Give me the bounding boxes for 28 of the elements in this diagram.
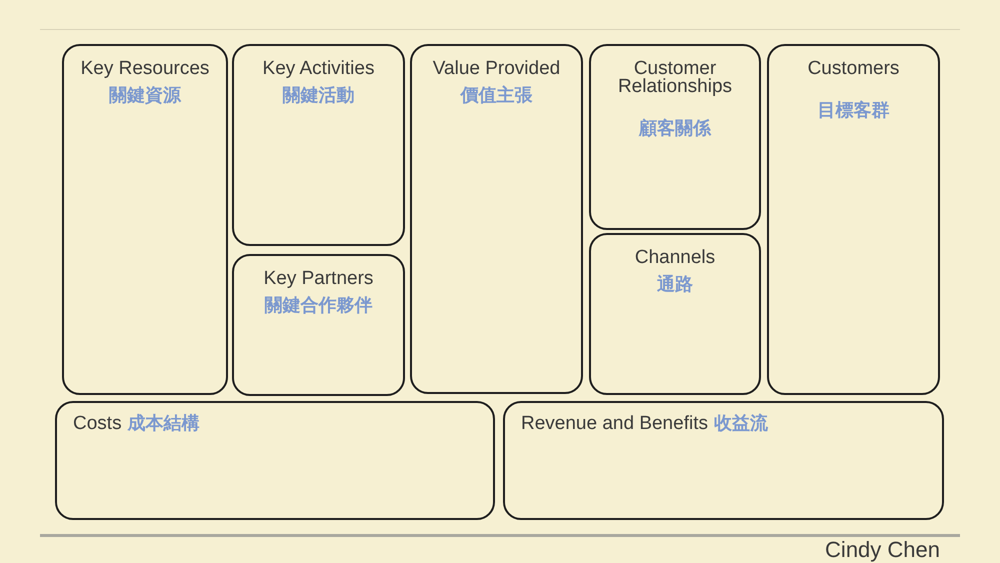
box-heading: Customers — [808, 60, 900, 78]
canvas-box — [410, 44, 583, 394]
box-heading: Customer Relationships — [616, 60, 734, 96]
box-subheading: 目標客群 — [818, 99, 890, 122]
canvas-box — [232, 254, 405, 396]
box-heading: Value Provided — [432, 60, 560, 78]
box-heading: Costs — [73, 415, 122, 433]
box-heading: Key Partners — [264, 270, 374, 288]
canvas-box — [232, 44, 405, 246]
box-subheading: 通路 — [657, 273, 693, 296]
box-subheading: 關鍵資源 — [109, 84, 181, 107]
box-heading: Key Resources — [80, 60, 210, 78]
box-subheading: 顧客關係 — [639, 117, 711, 140]
box-subheading: 關鍵合作夥伴 — [264, 294, 372, 317]
canvas-box — [503, 401, 944, 520]
author-name: Cindy Chen — [825, 537, 940, 563]
box-subheading: 價值主張 — [460, 84, 532, 107]
box-subheading: 關鍵活動 — [282, 84, 354, 107]
canvas-box — [55, 401, 495, 520]
box-subheading: 成本結構 — [128, 412, 200, 435]
canvas-box — [767, 44, 940, 395]
canvas-box — [62, 44, 228, 395]
box-heading: Revenue and Benefits — [521, 415, 708, 433]
canvas-box — [589, 233, 761, 395]
box-subheading: 收益流 — [714, 412, 768, 435]
box-heading: Channels — [634, 249, 716, 267]
box-heading: Key Activities — [262, 60, 374, 78]
canvas-box — [589, 44, 761, 230]
